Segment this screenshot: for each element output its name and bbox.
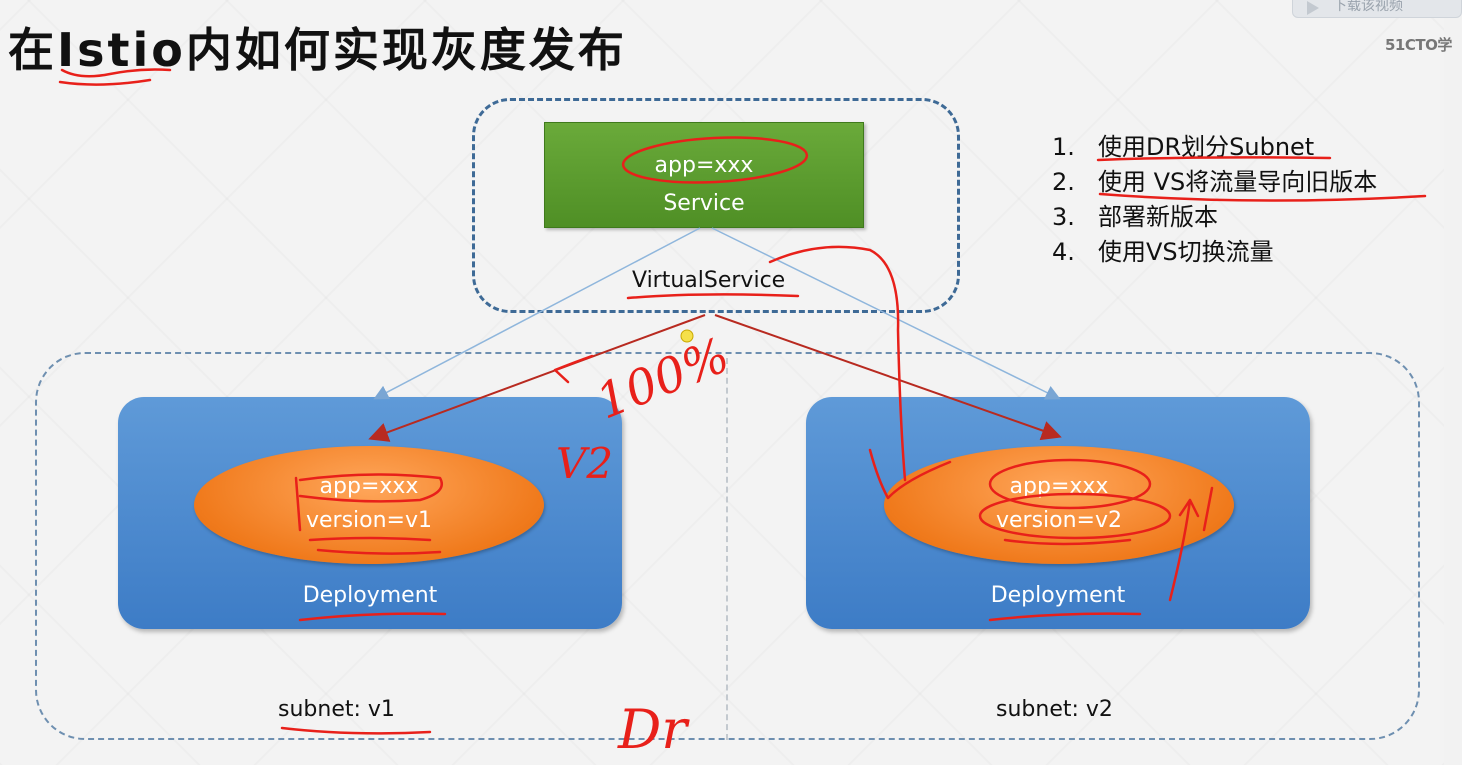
- virtual-service-box: [472, 98, 960, 313]
- step2-underline: [1098, 192, 1427, 202]
- service-box: app=xxx Service: [544, 122, 864, 228]
- service-to-v1-connector: [373, 227, 701, 400]
- v2-note: V2: [556, 439, 613, 488]
- pod-v1-version-label: version=v1: [305, 508, 433, 533]
- service-selector-circle: [621, 136, 809, 184]
- service-label: Service: [663, 191, 745, 216]
- pointer-dot: [680, 329, 694, 343]
- step1-underline: [1096, 156, 1332, 162]
- play-icon: [1307, 1, 1319, 15]
- virtual-service-underline: [626, 293, 800, 300]
- step-item: 2.使用 VS将流量导向旧版本: [1052, 168, 1378, 196]
- pod-v1-app-label: app=xxx: [319, 474, 419, 499]
- pod-v2-version-label: version=v2: [995, 508, 1123, 533]
- pod-v1-app-circle: [294, 473, 443, 532]
- deployment-v2-underline: [988, 612, 1142, 622]
- route-arrow-v2: [714, 314, 1062, 441]
- pod-v2-version-circle: [978, 492, 1172, 540]
- pod-v2-app-circle: [988, 458, 1152, 510]
- virtual-service-label: VirtualService: [632, 268, 786, 293]
- pod-v1-version-underline: [308, 536, 442, 555]
- arrow-note: ↑: [1172, 506, 1189, 530]
- subnet-divider: [726, 358, 728, 740]
- download-video-label: 下载该视频: [1333, 0, 1403, 14]
- deployment-v1-label: Deployment: [302, 583, 438, 608]
- traffic-percent-note: 100%: [589, 327, 737, 430]
- deployment-v1-underline: [298, 612, 447, 622]
- left-arrow-mark: [553, 354, 594, 384]
- upward-arrow-mark: [1168, 486, 1214, 602]
- route-arrow-v1: [368, 314, 706, 442]
- service-selector: app=xxx: [654, 153, 754, 178]
- service-to-v2-connector: [711, 227, 1061, 400]
- step-item: 3.部署新版本: [1052, 203, 1218, 231]
- slide-title: 在Istio内如何实现灰度发布: [8, 23, 627, 77]
- step-item: 4.使用VS切换流量: [1052, 238, 1274, 266]
- download-video-button[interactable]: 下载该视频: [1292, 0, 1462, 18]
- watermark-logo: 51CTO学: [1385, 36, 1452, 54]
- pod-v1: app=xxx version=v1: [194, 446, 544, 564]
- subnet-v1-label: subnet: v1: [278, 697, 395, 722]
- deployment-v2-label: Deployment: [990, 583, 1126, 608]
- subnet-v1-underline: [280, 726, 432, 735]
- subnet-v2-label: subnet: v2: [996, 697, 1113, 722]
- pod-v2-version-underline: [1003, 538, 1132, 546]
- title-underline: [58, 68, 172, 86]
- deployment-v1: app=xxx version=v1 Deployment: [118, 397, 622, 629]
- switch-traffic-arrow: [768, 245, 952, 500]
- dr-note: Dr: [617, 698, 690, 761]
